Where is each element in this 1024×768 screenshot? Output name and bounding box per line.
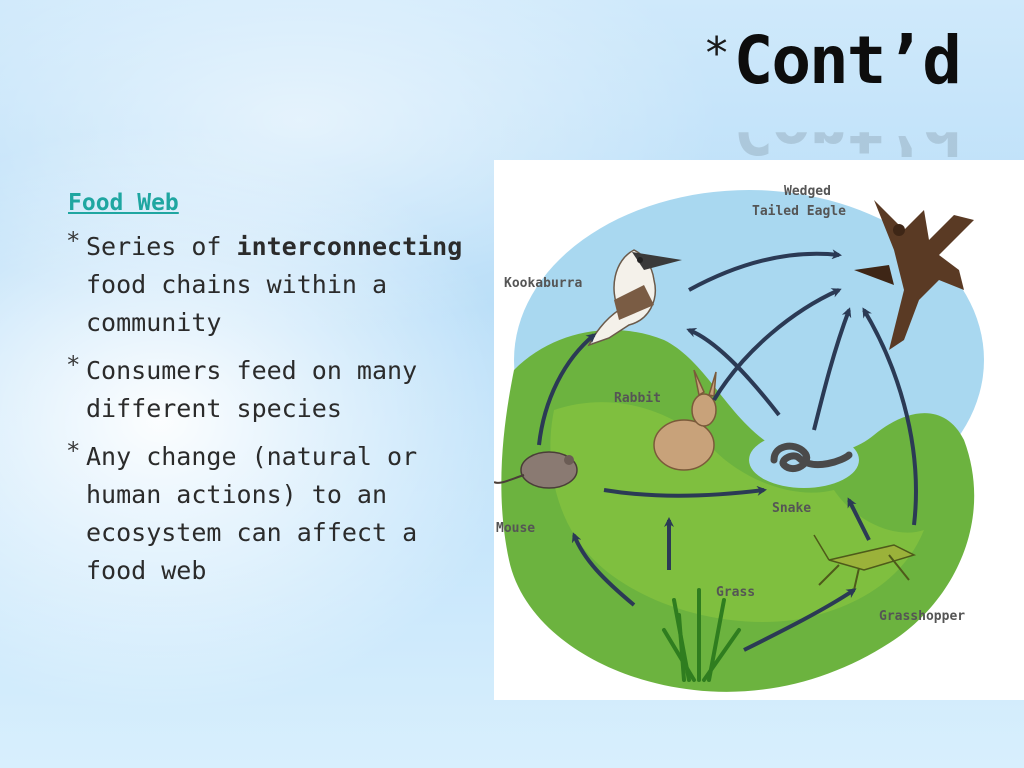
food-web-arrows: [537, 249, 918, 652]
arrow-grasshopper-snake: [847, 497, 871, 541]
label-kookaburra: Kookaburra: [504, 276, 582, 291]
grass-icon: [662, 588, 741, 682]
snake-icon: [770, 442, 853, 473]
land-highlight: [550, 402, 924, 622]
label-grass: Grass: [716, 585, 755, 600]
bullet-item-3: * Any change (natural or human actions) …: [66, 438, 486, 590]
bullet-text-post: food chains within a community: [86, 270, 388, 337]
arrow-mouse-snake: [603, 485, 767, 498]
bullet-item-1: * Series of interconnecting food chains …: [66, 228, 486, 342]
title-reflection: Cont’d: [733, 91, 960, 168]
bullet-text: Consumers feed on many different species: [86, 356, 418, 423]
arrow-snake-kookaburra: [686, 327, 781, 417]
label-mouse: Mouse: [496, 521, 535, 536]
arrow-kookaburra-eagle: [688, 249, 842, 292]
arrow-rabbit-eagle: [712, 288, 842, 402]
label-grasshopper: Grasshopper: [879, 609, 965, 624]
bullet-text-strong: interconnecting: [236, 232, 463, 261]
rabbit-icon: [653, 369, 717, 471]
food-web-svg: Wedged Tailed Eagle Kookaburra Rabbit Sn…: [494, 184, 984, 692]
mouse-icon: [494, 451, 578, 489]
bullet-text-pre: Series of: [86, 232, 237, 261]
kookaburra-icon: [587, 249, 682, 347]
bullet-item-2: * Consumers feed on many different speci…: [66, 352, 486, 428]
food-web-heading: Food Web: [68, 190, 179, 216]
label-eagle-line2: Tailed Eagle: [752, 204, 846, 219]
grasshopper-icon: [813, 534, 917, 591]
label-rabbit: Rabbit: [614, 391, 661, 406]
slide-title: * Cont’d: [705, 22, 962, 99]
arrow-snake-eagle: [812, 307, 852, 431]
title-bullet: *: [705, 28, 728, 79]
bullet-star: *: [66, 227, 81, 255]
arrow-grass-grasshopper: [743, 588, 857, 652]
eagle-icon: [854, 200, 974, 350]
bullet-star: *: [66, 437, 81, 465]
bullet-star: *: [66, 351, 81, 379]
label-eagle-line1: Wedged: [784, 184, 831, 199]
title-text: Cont’d: [733, 22, 962, 99]
slide-body: Food Web * Series of interconnecting foo…: [66, 190, 486, 600]
arrow-mouse-kookaburra: [537, 333, 597, 446]
arrow-grasshopper-eagle: [862, 307, 918, 526]
label-snake: Snake: [772, 501, 811, 516]
food-web-diagram: Wedged Tailed Eagle Kookaburra Rabbit Sn…: [494, 160, 1024, 700]
arrow-grass-mouse: [571, 532, 636, 607]
bullet-text: Any change (natural or human actions) to…: [86, 442, 418, 585]
bullet-text: Series of interconnecting food chains wi…: [86, 228, 486, 342]
